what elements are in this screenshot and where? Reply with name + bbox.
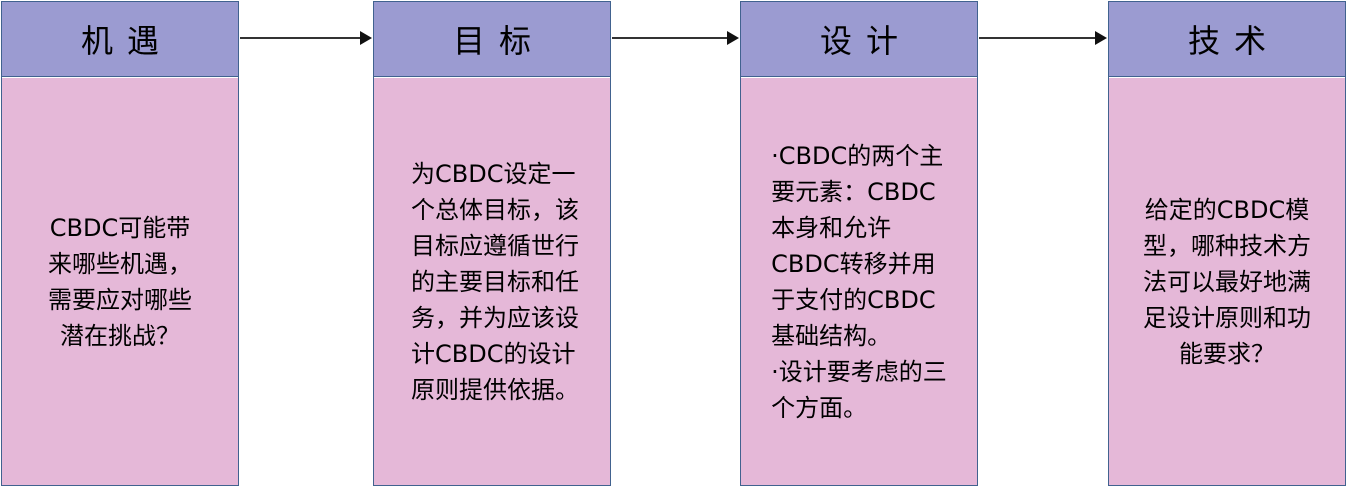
text-line: CBDC转移并用 [771, 249, 936, 278]
stage-description: ·CBDC的两个主 要元素：CBDC 本身和允许 CBDC转移并用 于支付的CB… [771, 138, 947, 426]
text-line: ·CBDC的两个主 [771, 141, 944, 170]
stage-goal: 目标 为CBDC设定一 个总体目标，该 目标应遵循世行 的主要目标和任 务，并为… [373, 1, 611, 486]
text-line: 务，并为应该设 [411, 303, 579, 332]
text-line: 于支付的CBDC [771, 285, 936, 314]
arrow-right [979, 31, 1107, 45]
text-line: 计CBDC的设计 [411, 339, 576, 368]
text-line: 给定的CBDC模 [1144, 195, 1310, 224]
stage-description: CBDC可能带 来哪些机遇， 需要应对哪些 潜在挑战？ [48, 210, 192, 354]
text-line: 个总体目标，该 [411, 195, 579, 224]
text-line: 足设计原则和功 [1143, 303, 1311, 332]
text-line: CBDC可能带 [49, 213, 191, 242]
stage-description: 给定的CBDC模 型，哪种技术方 法可以最好地满 足设计原则和功 能要求？ [1143, 192, 1311, 372]
text-line: 型，哪种技术方 [1143, 231, 1311, 260]
stage-description: 为CBDC设定一 个总体目标，该 目标应遵循世行 的主要目标和任 务，并为应该设… [405, 156, 579, 408]
text-line: 本身和允许 [771, 213, 892, 242]
stage-title: 机遇 [2, 2, 238, 77]
text-line: 要元素：CBDC [771, 177, 936, 206]
text-line: 为CBDC设定一 [411, 159, 576, 188]
text-line: 能要求？ [1179, 339, 1275, 368]
stage-title: 设计 [741, 2, 977, 77]
stage-design: 设计 ·CBDC的两个主 要元素：CBDC 本身和允许 CBDC转移并用 于支付… [740, 1, 978, 486]
text-line: 目标应遵循世行 [411, 231, 579, 260]
stage-opportunity: 机遇 CBDC可能带 来哪些机遇， 需要应对哪些 潜在挑战？ [1, 1, 239, 486]
text-line: 基础结构。 [771, 321, 892, 350]
stage-title: 技术 [1109, 2, 1345, 77]
text-line: 需要应对哪些 [48, 285, 192, 314]
arrow-right [240, 31, 372, 45]
text-line: ·设计要考虑的三 [771, 357, 947, 386]
stage-technology: 技术 给定的CBDC模 型，哪种技术方 法可以最好地满 足设计原则和功 能要求？ [1108, 1, 1346, 486]
text-line: 个方面。 [771, 393, 868, 422]
text-line: 原则提供依据。 [411, 375, 579, 404]
text-line: 法可以最好地满 [1143, 267, 1311, 296]
arrow-right [612, 31, 739, 45]
text-line: 来哪些机遇， [48, 249, 192, 278]
stage-title: 目标 [374, 2, 610, 77]
text-line: 潜在挑战？ [60, 321, 180, 350]
text-line: 的主要目标和任 [411, 267, 579, 296]
